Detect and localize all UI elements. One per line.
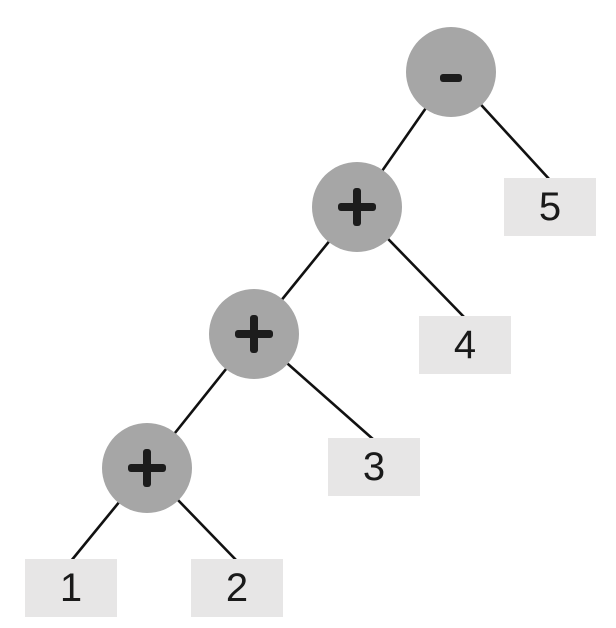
leaf-value: 1 [59,566,83,610]
tree-node-leaf-4: 4 [419,316,511,374]
tree-node-op-plus-2 [209,289,299,379]
tree-node-leaf-2: 2 [191,559,283,617]
glyph-bar-vertical [250,315,258,353]
tree-node-leaf-5: 5 [504,178,596,236]
glyph-bar-horizontal [440,74,462,82]
tree-node-op-minus [406,27,496,117]
plus-icon [234,314,274,354]
plus-icon [127,448,167,488]
minus-icon [431,58,471,98]
leaf-value: 5 [538,185,562,229]
plus-icon [337,187,377,227]
glyph-bar-vertical [353,188,361,226]
tree-node-leaf-1: 1 [25,559,117,617]
tree-node-leaf-3: 3 [328,438,420,496]
glyph-bar-vertical [143,449,151,487]
leaf-value: 3 [362,445,386,489]
leaf-value: 4 [453,323,477,367]
leaf-value: 2 [225,566,249,610]
tree-node-op-plus-3 [102,423,192,513]
tree-node-op-plus-1 [312,162,402,252]
